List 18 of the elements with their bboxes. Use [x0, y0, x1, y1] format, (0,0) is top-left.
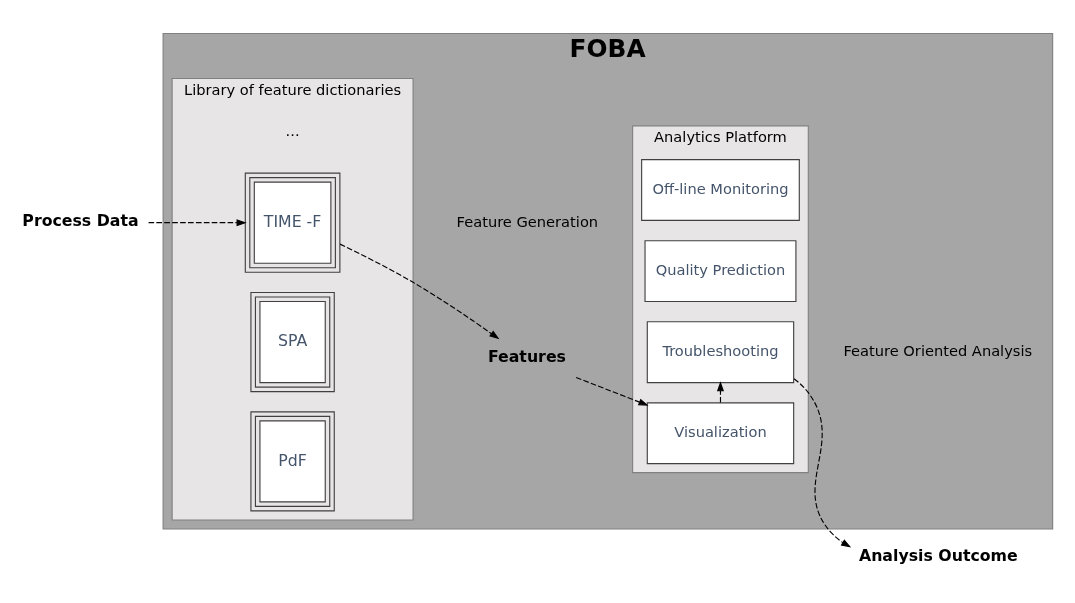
arrow — [716, 381, 725, 404]
arrow — [339, 243, 500, 340]
node-text: Analysis Outcome — [858, 546, 1018, 566]
arrow — [793, 378, 852, 548]
label: Feature Oriented Analysis — [843, 342, 1033, 359]
node-box: PdF — [250, 411, 335, 512]
node-box: Off-line Monitoring — [641, 159, 800, 221]
node-text: Process Data — [22, 210, 139, 230]
label: ... — [285, 122, 300, 140]
node-box: Visualization — [646, 402, 795, 465]
node-box: Quality Prediction — [644, 240, 797, 303]
node-box: TIME -F — [244, 172, 341, 273]
label: Feature Generation — [456, 212, 599, 230]
node-box: Troubleshooting — [646, 321, 795, 384]
node-box: SPA — [250, 291, 335, 393]
node-text: Features — [487, 346, 566, 366]
arrow — [575, 376, 649, 406]
arrow — [148, 219, 247, 227]
